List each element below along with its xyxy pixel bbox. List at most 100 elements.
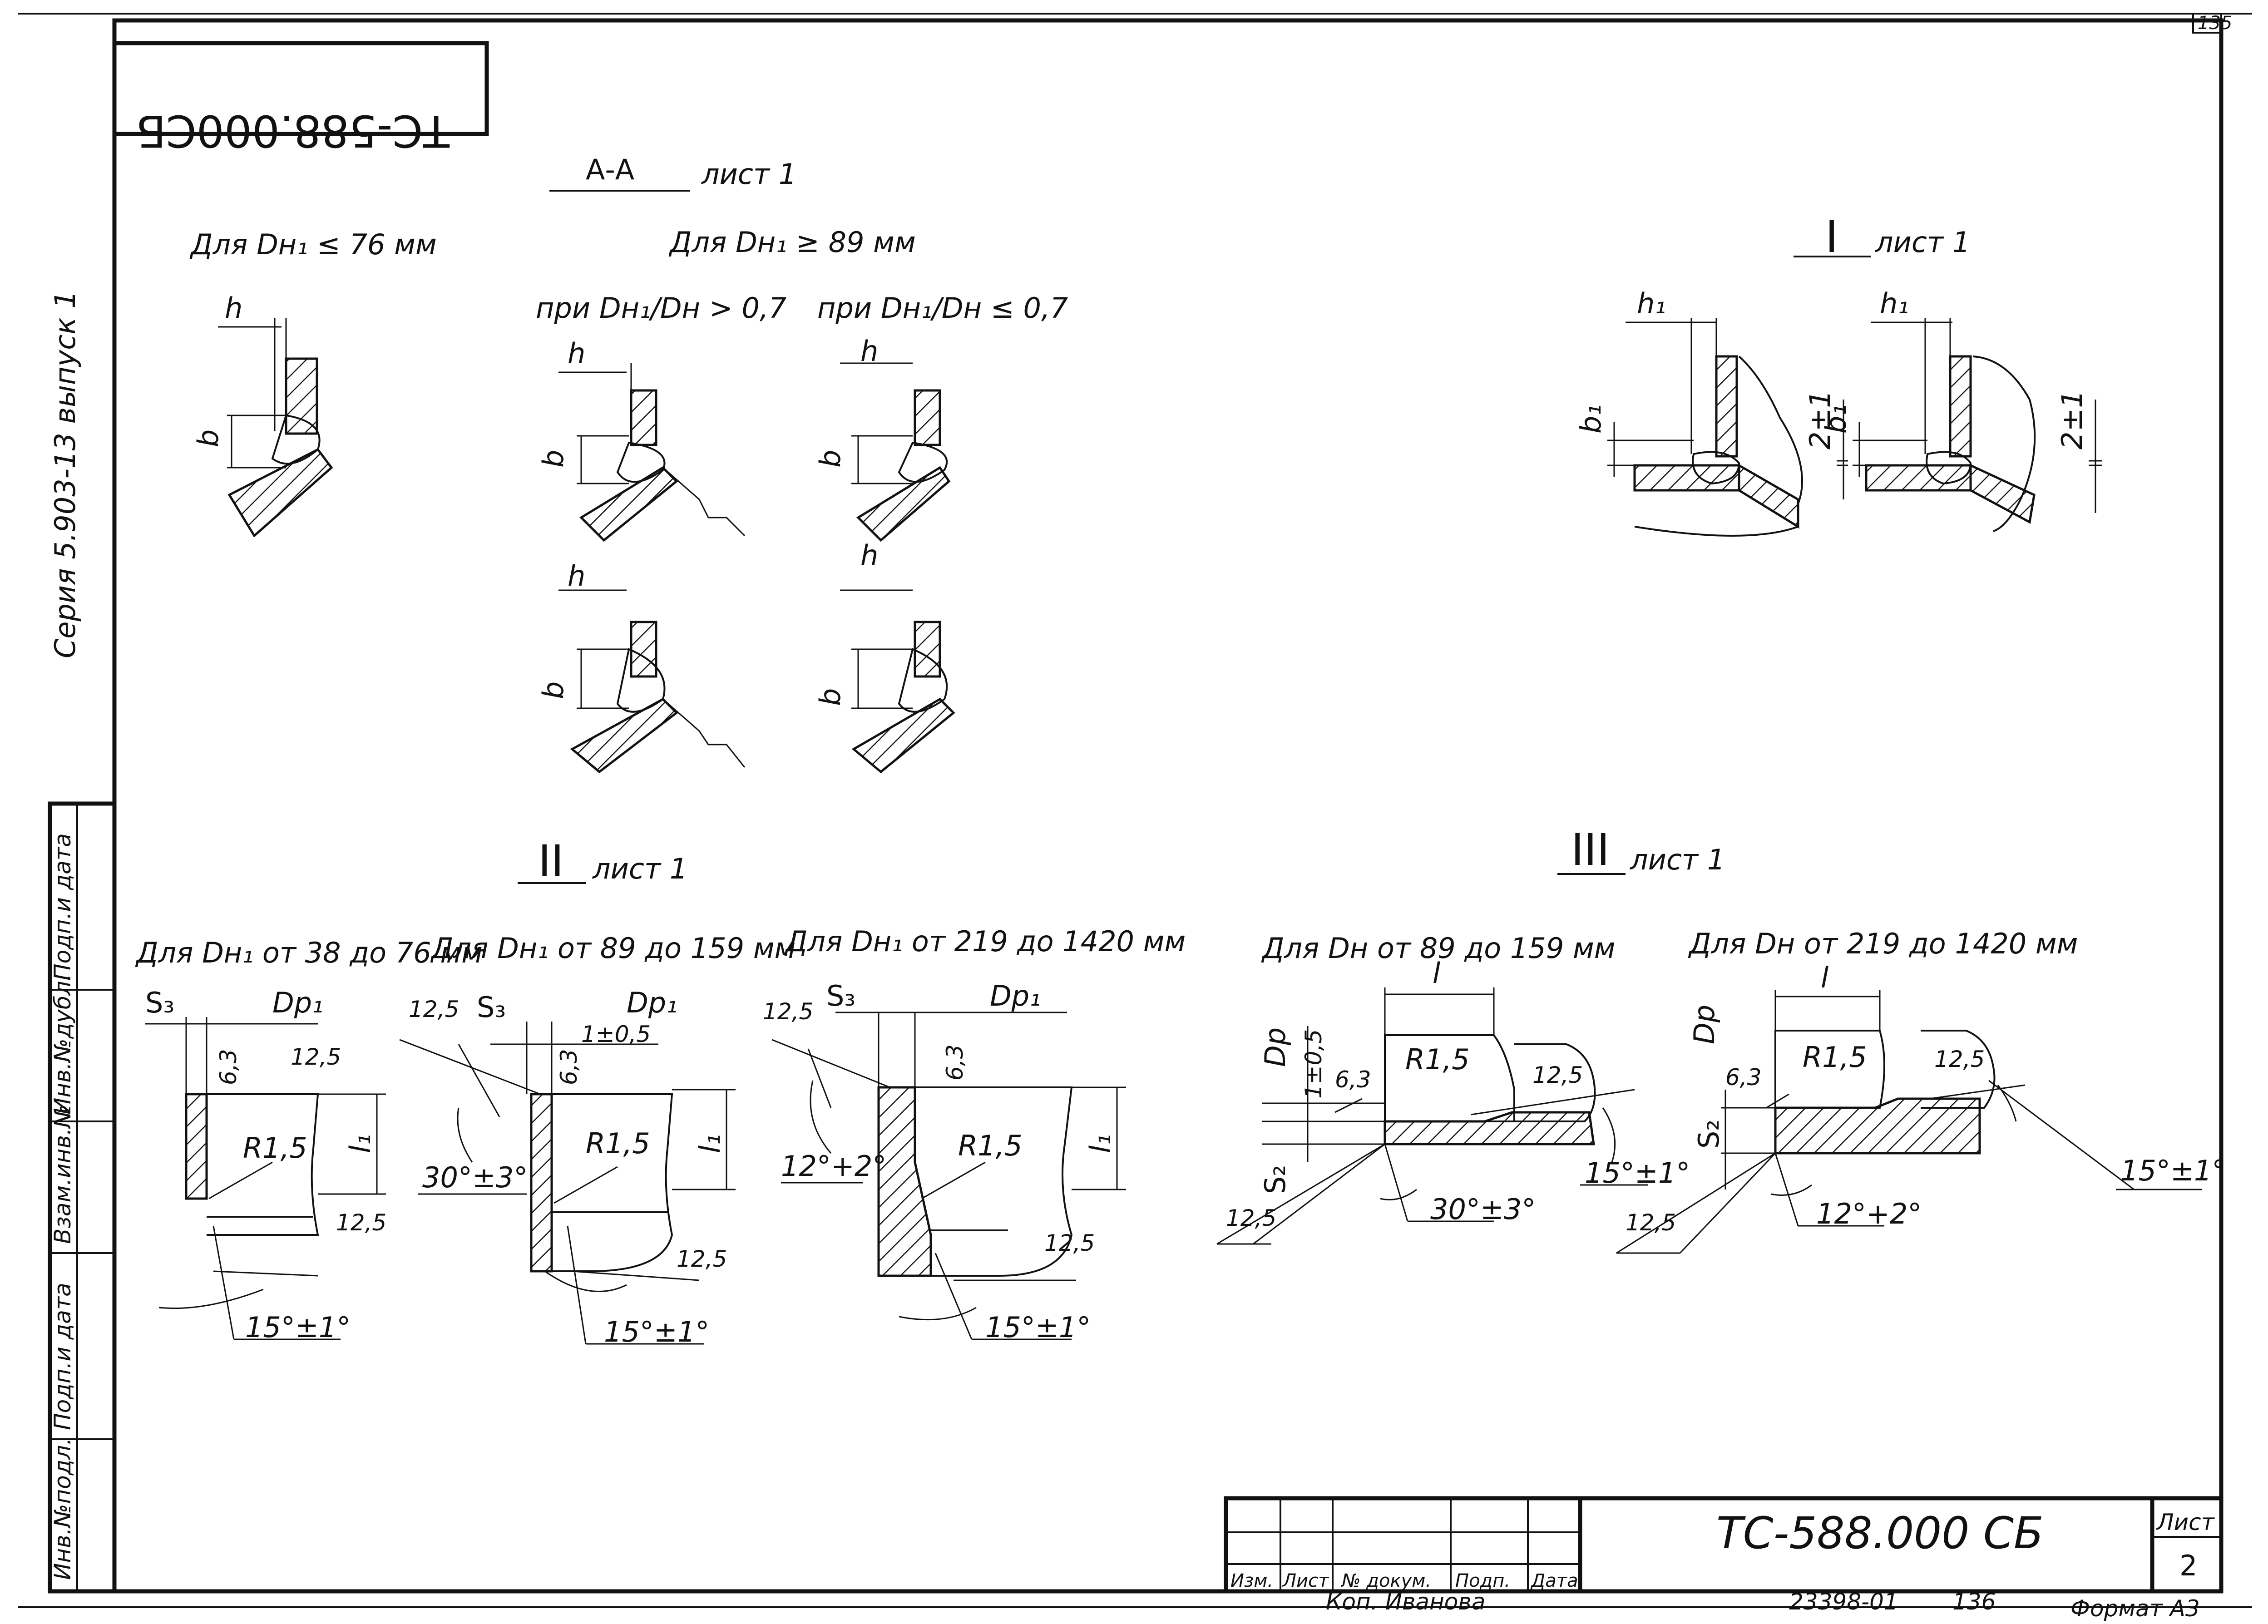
- tb-col-date: Дата: [1530, 1570, 1578, 1591]
- tb-col-sign: Подп.: [1455, 1570, 1510, 1591]
- view-III-d2-rough-c: 12,5: [1626, 1209, 1676, 1236]
- view-III-d2-angle-12: 12°+2°: [1816, 1197, 1922, 1230]
- view-III-d2-radius: R1,5: [1803, 1041, 1867, 1074]
- view-II-d1-rough-a: 6,3: [215, 1049, 242, 1085]
- view-III-case2: Для Dн от 219 до 1420 мм: [1688, 927, 2078, 960]
- detail5-dim-b: b: [814, 688, 847, 706]
- view-III-d1-angle-30: 30°±3°: [1430, 1193, 1536, 1226]
- view-II-d2-angle-15: 15°±1°: [604, 1315, 709, 1348]
- left-margin-table: Инв.№подл. Подп.и дата Взам.инв.№ Инв.№д…: [48, 801, 117, 1594]
- detail1-dim-b: b: [192, 429, 225, 447]
- title-block: Изм. Лист № докум. Подп. Дата ТС-588.000…: [1224, 1496, 2224, 1622]
- margin-label-2: Взам.инв.№: [49, 1104, 76, 1244]
- margin-label-1: Подп.и дата: [49, 1283, 76, 1430]
- top-stamp: ТС-588.000СБ: [112, 41, 489, 156]
- detail4-dim-h: h: [568, 559, 585, 592]
- view-II-d3-l1: l₁: [1084, 1134, 1117, 1153]
- view-II-d3-radius: R1,5: [958, 1129, 1023, 1162]
- detail5-dim-h: h: [860, 539, 878, 572]
- view-II-d1-dp1: Dр₁: [272, 986, 323, 1019]
- tb-col-izm: Изм.: [1230, 1570, 1273, 1591]
- view-III-detail-1: l Dр 1±0,5 6,3 R1,5 12,5 S₂ 12,5 30°±3° …: [1216, 957, 1690, 1245]
- detail4-dim-b: b: [537, 681, 570, 699]
- view-I-title: I: [1825, 212, 1838, 262]
- view-I-d2-gap: 2±1: [2056, 390, 2089, 449]
- view-III-d2-rough-b: 12,5: [1934, 1046, 1985, 1072]
- view-II-d3-rough-a: 6,3: [942, 1044, 968, 1081]
- tb-sheet-no: 2: [2179, 1549, 2197, 1582]
- view-II-d2-radius: R1,5: [586, 1127, 650, 1160]
- view-I-d2-h1: h₁: [1880, 287, 1909, 320]
- view-II-detail-1: S₃ Dр₁ 6,3 12,5 R1,5 l₁ 12,5 15°±1°: [145, 986, 386, 1344]
- view-I: I лист 1 h₁ b₁ 2±1: [1574, 212, 2102, 537]
- section-aa: А-А лист 1 Для Dн₁ ≤ 76 мм Для Dн₁ ≥ 89 …: [189, 153, 1068, 774]
- tb-format: Формат А3: [2070, 1595, 2200, 1622]
- view-III-title: III: [1571, 824, 1610, 875]
- detail2-dim-h: h: [568, 337, 585, 370]
- view-II-d3-rough-c: 12,5: [1044, 1230, 1095, 1256]
- section-aa-title: А-А: [586, 153, 634, 186]
- detail1-dim-h: h: [225, 291, 242, 325]
- view-I-d1-b1: b₁: [1574, 405, 1607, 434]
- view-I-d1-gap: 2±1: [1804, 390, 1837, 449]
- view-III-d1-tol: 1±0,5: [1300, 1029, 1327, 1099]
- view-II: II лист 1 Для Dн₁ от 38 до 76 мм Для Dн₁…: [135, 836, 1186, 1348]
- view-I-d1-h1: h₁: [1637, 287, 1666, 320]
- view-III-d1-s2: S₂: [1259, 1165, 1292, 1194]
- view-II-d3-angle-15: 15°±1°: [985, 1311, 1091, 1344]
- view-III-d2-dp: Dр: [1688, 1005, 1721, 1044]
- tb-designation: ТС-588.000 СБ: [1716, 1508, 2044, 1559]
- tb-col-list: Лист: [1282, 1570, 1329, 1591]
- margin-label-3: Инв.№дубл.: [49, 974, 76, 1115]
- tb-col-doc: № докум.: [1341, 1570, 1431, 1591]
- margin-label-4: Подп.и дата: [49, 833, 76, 981]
- view-III-d1-angle-15: 15°±1°: [1585, 1156, 1690, 1190]
- view-II-d2-dp1: Dр₁: [627, 986, 677, 1019]
- tb-sheet-label: Лист: [2156, 1509, 2215, 1535]
- margin-label-0: Инв.№подл.: [49, 1438, 76, 1580]
- view-II-d2-angle-30: 30°±3°: [422, 1161, 528, 1194]
- tb-order-no: 23398-01: [1789, 1589, 1898, 1615]
- view-III-d2-angle-15: 15°±1°: [2120, 1154, 2226, 1187]
- view-III-d2-s2: S₂: [1692, 1120, 1725, 1149]
- view-I-detail-1: h₁ b₁ 2±1: [1574, 287, 1848, 537]
- section-aa-sheet-ref: лист 1: [701, 158, 796, 191]
- view-III-detail-2: l Dр 6,3 R1,5 12,5 S₂ 12,5 12°+2° 15°±1°: [1616, 961, 2226, 1254]
- weld-detail-5: h b: [814, 539, 955, 774]
- section-aa-case1: Для Dн₁ ≤ 76 мм: [189, 228, 437, 261]
- view-I-d2-b1: b₁: [1819, 405, 1853, 434]
- view-II-case2: Для Dн₁ от 89 до 159 мм: [430, 932, 796, 965]
- view-II-d2-rough-b: 12,5: [409, 996, 459, 1022]
- view-II-d1-l1: l₁: [344, 1134, 377, 1153]
- view-II-d1-radius: R1,5: [243, 1131, 307, 1165]
- weld-detail-1: h b: [192, 291, 333, 538]
- view-III-d1-l: l: [1433, 957, 1440, 990]
- view-III-d2-l: l: [1821, 961, 1828, 994]
- tb-order-page: 136: [1952, 1589, 1996, 1615]
- view-I-detail-2: h₁ b₁ 2±1: [1819, 287, 2102, 532]
- view-II-d2-rough-c: 12,5: [677, 1246, 727, 1272]
- view-II-d3-s3: S₃: [826, 979, 855, 1012]
- view-II-d2-rough-a: 6,3: [556, 1049, 582, 1085]
- detail3-dim-h: h: [860, 335, 878, 368]
- view-II-d1-rough-b: 12,5: [291, 1044, 341, 1070]
- series-note: Серия 5.903-13 выпуск 1: [49, 291, 82, 658]
- view-III-sheet-ref: лист 1: [1630, 843, 1725, 876]
- view-II-d3-angle-12: 12°+2°: [781, 1150, 886, 1183]
- view-III-d1-radius: R1,5: [1405, 1043, 1470, 1076]
- section-aa-case2: Для Dн₁ ≥ 89 мм: [668, 226, 916, 259]
- view-II-d1-s3: S₃: [145, 986, 174, 1019]
- corner-number-box: [2192, 13, 2222, 34]
- view-II-d2-tol: 1±0,5: [581, 1021, 651, 1047]
- view-III-d1-dp: Dр: [1259, 1027, 1292, 1067]
- view-II-case1: Для Dн₁ от 38 до 76 мм: [135, 936, 483, 969]
- section-aa-cond-le: при Dн₁/Dн ≤ 0,7: [817, 291, 1068, 325]
- tb-copied-by: Коп. Иванова: [1326, 1589, 1485, 1615]
- view-II-detail-3: 12,5 S₃ Dр₁ 6,3 R1,5 l₁ 12°+2° 12,5 15°±…: [763, 979, 1126, 1344]
- view-II-title: II: [538, 836, 564, 887]
- weld-detail-4: h b: [537, 559, 746, 774]
- view-III-d1-rough-a: 6,3: [1335, 1066, 1371, 1093]
- corner-number: 135: [2198, 13, 2232, 34]
- view-II-detail-2: 12,5 S₃ Dр₁ 1±0,5 6,3 R1,5 l₁ 30°±3° 12,…: [399, 986, 736, 1348]
- top-stamp-text: ТС-588.000СБ: [136, 105, 450, 156]
